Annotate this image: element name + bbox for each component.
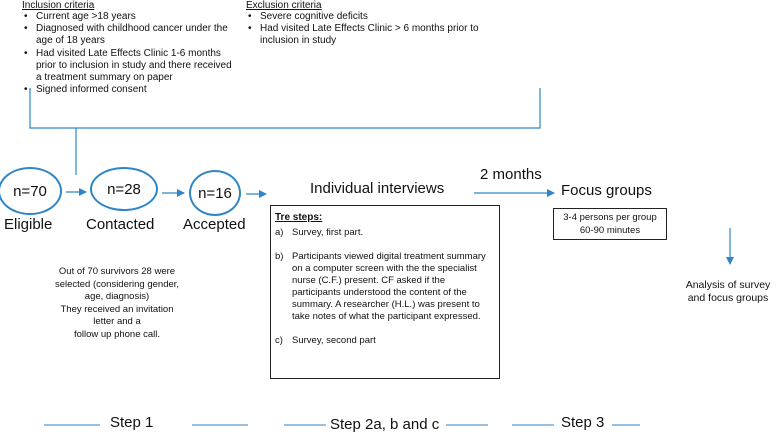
list-item: Had visited Late Effects Clinic > 6 mont… (246, 23, 496, 47)
list-item: a) Survey, first part. (275, 227, 493, 239)
step1-label: Step 1 (110, 414, 154, 431)
list-item: Signed informed consent (22, 84, 232, 96)
eligible-label: Eligible (4, 216, 53, 233)
step-label: a) (275, 227, 284, 238)
inclusion-list: Current age >18 years Diagnosed with chi… (22, 11, 232, 97)
list-item: Severe cognitive deficits (246, 11, 496, 23)
contacted-count: n=28 (107, 180, 141, 198)
note-line: follow up phone call. (73, 328, 161, 340)
interviews-title: Individual interviews (310, 180, 445, 197)
step-text: Survey, first part. (292, 227, 364, 238)
list-item: b) Participants viewed digital treatment… (275, 251, 493, 323)
inclusion-title: Inclusion criteria (22, 0, 95, 11)
list-item: Had visited Late Effects Clinic 1-6 mont… (22, 48, 232, 85)
accepted-count-ellipse: n=16 (189, 170, 241, 216)
exclusion-list: Severe cognitive deficits Had visited La… (246, 11, 496, 48)
step-label: c) (275, 335, 283, 346)
note-line: Out of 70 survivors 28 were (58, 266, 176, 277)
exclusion-title: Exclusion criteria (246, 0, 322, 11)
analysis-line2: and focus groups (687, 292, 769, 304)
focus-line1: 3-4 persons per group (563, 212, 657, 223)
accepted-label: Accepted (183, 216, 246, 233)
focus-groups-box: 3-4 persons per group 60-90 minutes (553, 208, 667, 240)
accepted-count: n=16 (198, 184, 232, 202)
contacted-count-ellipse: n=28 (90, 167, 158, 211)
note-line: letter and a (93, 316, 141, 327)
analysis-text: Analysis of survey and focus groups (672, 279, 778, 305)
note-line: age, diagnosis) (84, 291, 150, 302)
list-item: c) Survey, second part (275, 335, 493, 347)
eligible-count-ellipse: n=70 (0, 167, 62, 215)
selection-note: Out of 70 survivors 28 were selected (co… (22, 266, 212, 341)
list-item: Current age >18 years (22, 11, 232, 23)
list-item: Diagnosed with childhood cancer under th… (22, 23, 232, 47)
step3-label: Step 3 (561, 414, 605, 431)
note-line: selected (considering gender, (54, 278, 180, 290)
step-text: Survey, second part (292, 335, 376, 346)
step2-label: Step 2a, b and c (330, 416, 440, 433)
step-label: b) (275, 251, 284, 262)
inclusion-criteria: Inclusion criteria Current age >18 years… (22, 0, 232, 97)
eligible-count: n=70 (13, 182, 47, 200)
analysis-line1: Analysis of survey (685, 279, 771, 291)
exclusion-criteria: Exclusion criteria Severe cognitive defi… (246, 0, 496, 48)
interval-label: 2 months (480, 166, 542, 183)
interview-steps-box: Tre steps: a) Survey, first part. b) Par… (270, 205, 500, 379)
focus-groups-title: Focus groups (561, 182, 652, 199)
step-text: Participants viewed digital treatment su… (292, 251, 486, 322)
steps-title: Tre steps: (275, 212, 323, 223)
criteria-bracket (29, 88, 541, 129)
contacted-label: Contacted (86, 216, 155, 233)
note-line: They received an invitation (60, 303, 174, 315)
focus-line2: 60-90 minutes (579, 225, 641, 236)
